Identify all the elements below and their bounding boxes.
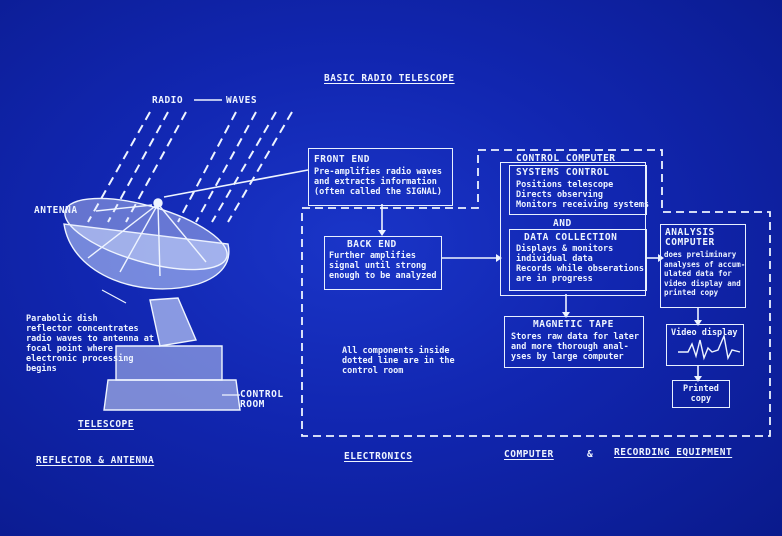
waveform-trace <box>678 333 741 361</box>
front-end-title: FRONT END <box>314 154 370 165</box>
printed-copy-box: Printed copy <box>672 380 730 408</box>
control-computer-title: CONTROL COMPUTER <box>516 153 616 164</box>
footer-ampersand: & <box>587 449 594 460</box>
front-end-text: Pre-amplifies radio waves and extracts i… <box>314 167 442 197</box>
video-display-box: Video display <box>666 324 744 366</box>
systems-control-box: SYSTEMS CONTROL Positions telescope Dire… <box>509 165 650 215</box>
control-room-boundary <box>301 149 771 437</box>
printed-copy-label: Printed copy <box>683 384 719 404</box>
and-label: AND <box>553 218 572 229</box>
video-display-label: Video display <box>671 328 738 338</box>
radio-wave-lines <box>87 111 293 223</box>
antenna-label: ANTENNA <box>34 205 78 216</box>
footer-electronics: ELECTRONICS <box>344 451 413 462</box>
data-collection-text: Displays & monitors individual data Reco… <box>516 244 644 284</box>
reflector-pointer <box>101 289 127 304</box>
back-end-text: Further amplifies signal until strong en… <box>329 251 437 281</box>
signal-line <box>163 169 309 198</box>
reflector-note: Parabolic dish reflector concentrates ra… <box>26 314 154 374</box>
footer-recording-equipment: RECORDING EQUIPMENT <box>614 447 733 458</box>
telescope-label: TELESCOPE <box>78 419 134 430</box>
analysis-computer-box: ANALYSIS COMPUTER does preliminary analy… <box>660 224 746 308</box>
page-title: BASIC RADIO TELESCOPE <box>324 73 455 84</box>
control-computer-box: SYSTEMS CONTROL Positions telescope Dire… <box>500 162 650 296</box>
magnetic-tape-box: MAGNETIC TAPE Stores raw data for later … <box>504 316 644 368</box>
flow-arrows <box>381 204 699 378</box>
magnetic-tape-title: MAGNETIC TAPE <box>533 319 614 330</box>
radio-telescope-dish <box>63 197 230 290</box>
telescope-pedestal <box>103 297 241 411</box>
back-end-box: BACK END Further amplifies signal until … <box>324 236 442 290</box>
antenna-pointer <box>95 204 153 212</box>
systems-control-text: Positions telescope Directs observing Mo… <box>516 180 650 210</box>
footer-reflector-antenna: REFLECTOR & ANTENNA <box>36 455 155 466</box>
dotted-line-note: All components inside dotted line are in… <box>342 346 455 376</box>
back-end-title: BACK END <box>347 239 397 250</box>
data-collection-title: DATA COLLECTION <box>524 232 618 243</box>
control-room-label: CONTROL ROOM <box>240 389 284 410</box>
analysis-computer-title: ANALYSIS COMPUTER <box>665 227 715 248</box>
waves-label: WAVES <box>226 95 258 106</box>
footer-computer: COMPUTER <box>504 449 554 460</box>
magnetic-tape-text: Stores raw data for later and more thoro… <box>511 332 639 362</box>
systems-control-title: SYSTEMS CONTROL <box>516 167 610 178</box>
data-collection-box: DATA COLLECTION Displays & monitors indi… <box>509 229 647 291</box>
analysis-computer-text: does preliminary analyses of accum- ulat… <box>664 250 746 297</box>
front-end-box: FRONT END Pre-amplifies radio waves and … <box>308 148 453 206</box>
radio-label: RADIO <box>152 95 184 106</box>
